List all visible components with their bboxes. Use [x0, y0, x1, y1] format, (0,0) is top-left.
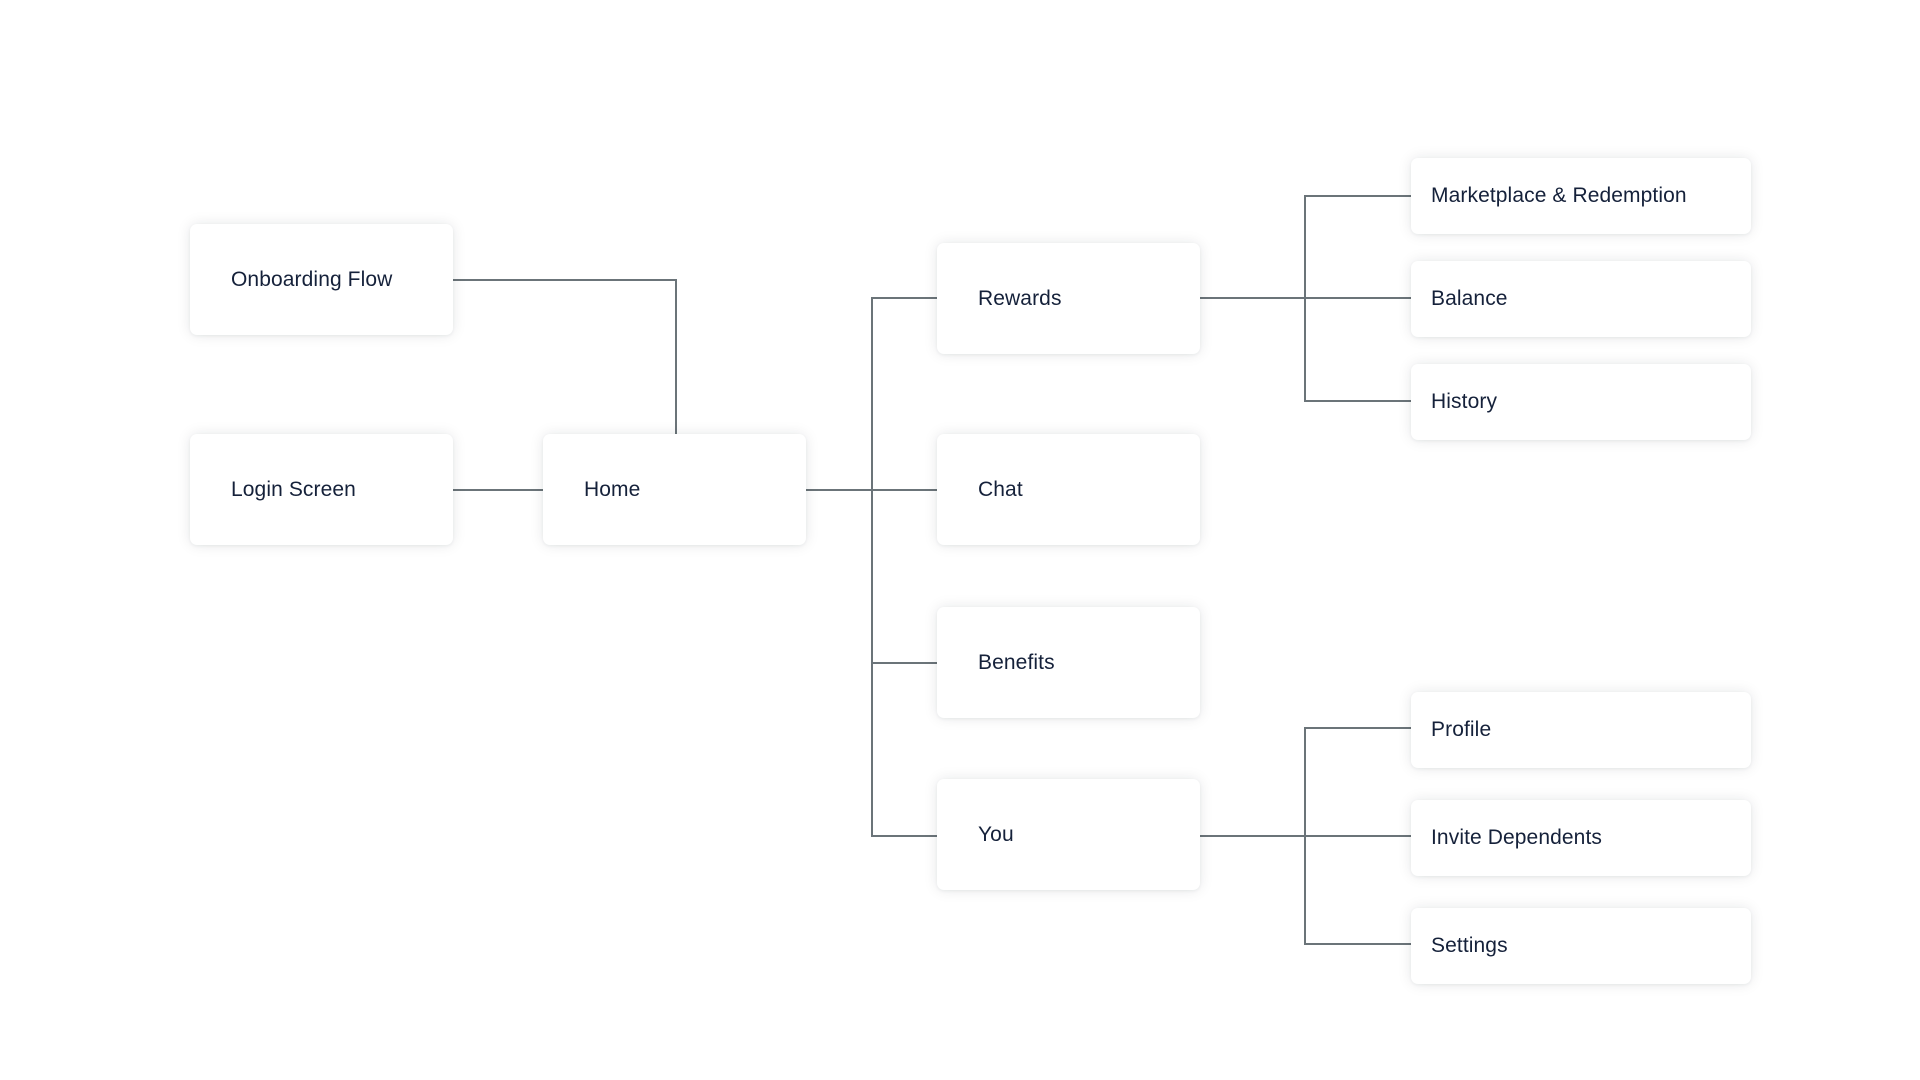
node-label: Home [584, 477, 641, 501]
node-label: Marketplace & Redemption [1431, 184, 1687, 207]
node-label: Settings [1431, 934, 1508, 957]
node-chat[interactable]: Chat [937, 434, 1200, 545]
node-label: Profile [1431, 718, 1492, 741]
node-label: You [978, 822, 1014, 846]
node-label: Rewards [978, 286, 1062, 310]
node-marketplace-redemption[interactable]: Marketplace & Redemption [1411, 158, 1751, 234]
node-benefits[interactable]: Benefits [937, 607, 1200, 718]
node-label: Invite Dependents [1431, 826, 1602, 849]
node-invite-dependents[interactable]: Invite Dependents [1411, 800, 1751, 876]
node-label: History [1431, 390, 1498, 413]
node-label: Benefits [978, 650, 1055, 674]
node-home[interactable]: Home [543, 434, 806, 545]
node-onboarding-flow[interactable]: Onboarding Flow [190, 224, 453, 335]
node-profile[interactable]: Profile [1411, 692, 1751, 768]
edge-onboarding-home [452, 279, 677, 435]
node-label: Chat [978, 477, 1023, 501]
node-settings[interactable]: Settings [1411, 908, 1751, 984]
node-you[interactable]: You [937, 779, 1200, 890]
node-rewards[interactable]: Rewards [937, 243, 1200, 354]
node-label: Onboarding Flow [231, 267, 393, 291]
node-label: Login Screen [231, 477, 356, 501]
node-label: Balance [1431, 287, 1508, 310]
node-balance[interactable]: Balance [1411, 261, 1751, 337]
node-history[interactable]: History [1411, 364, 1751, 440]
node-login-screen[interactable]: Login Screen [190, 434, 453, 545]
